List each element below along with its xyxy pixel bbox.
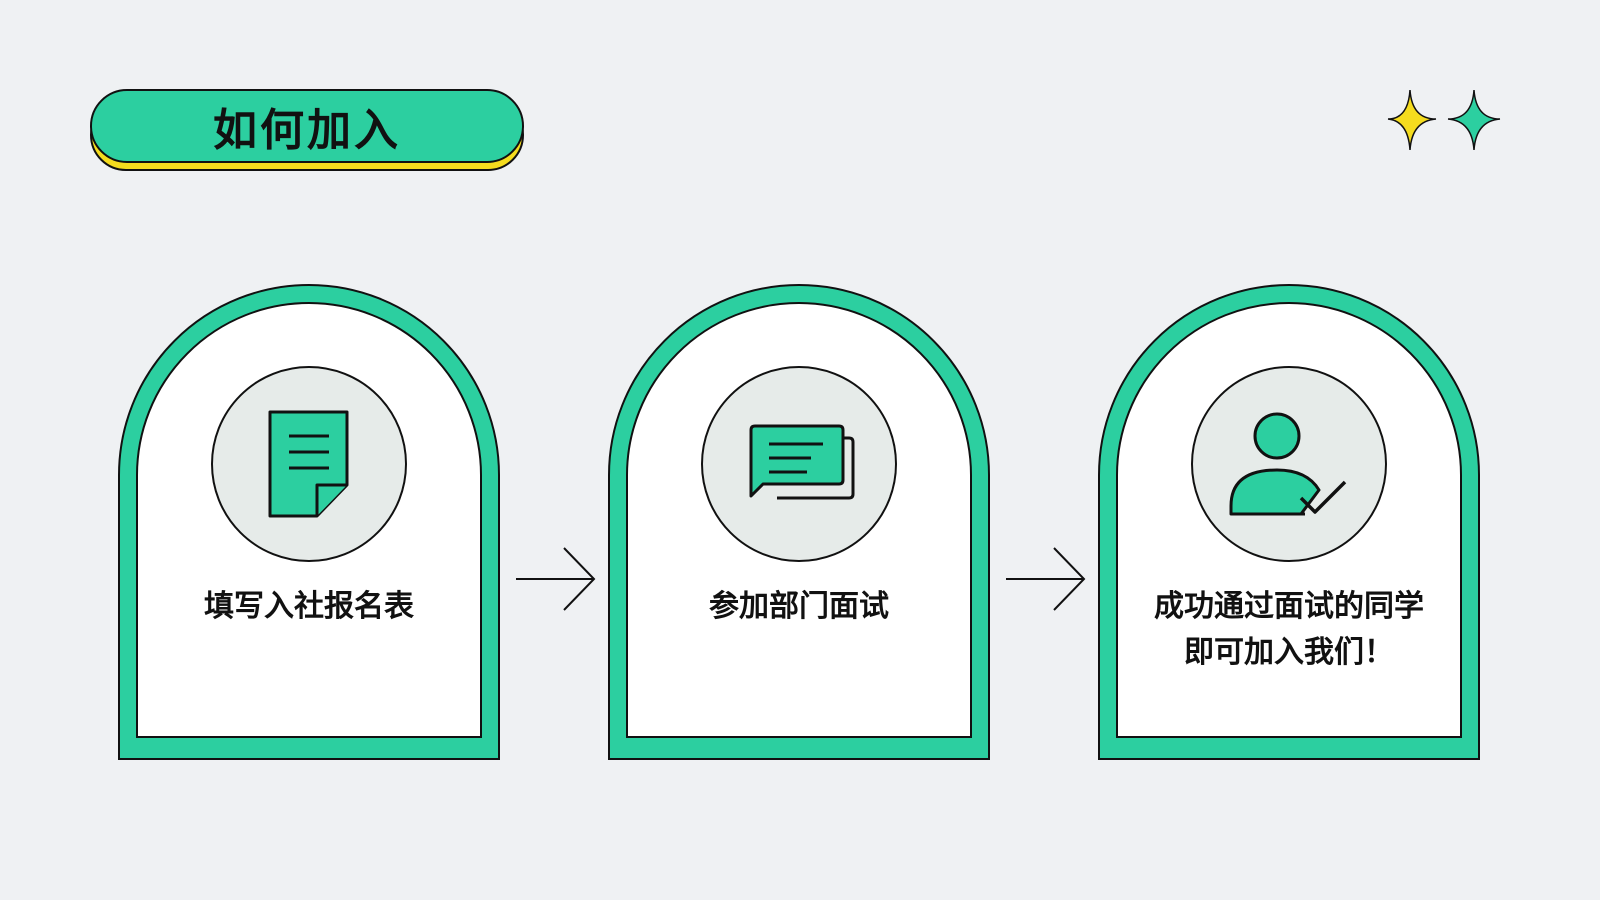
chat-bubble-icon [749, 424, 855, 500]
user-check-icon [1229, 412, 1347, 516]
step-text-line-2: 即可加入我们！ [1184, 635, 1394, 670]
title-banner-pill: 如何加入 [90, 89, 524, 163]
step-text: 参加部门面试 [628, 584, 970, 630]
step-text: 填写入社报名表 [138, 584, 480, 630]
arrow-right-icon [516, 547, 596, 611]
step-text-line-1: 成功通过面试的同学 [1154, 589, 1424, 624]
step-text: 成功通过面试的同学 即可加入我们！ [1118, 584, 1460, 676]
step-text-line: 参加部门面试 [709, 589, 889, 624]
sparkles-icon [1387, 89, 1501, 151]
step-card-3: 成功通过面试的同学 即可加入我们！ [1098, 284, 1480, 760]
step-icon-circle [211, 366, 407, 562]
step-card-1: 填写入社报名表 [118, 284, 500, 760]
step-text-line: 填写入社报名表 [204, 589, 414, 624]
step-card-2: 参加部门面试 [608, 284, 990, 760]
page-title: 如何加入 [213, 105, 401, 156]
document-icon [268, 410, 349, 518]
step-icon-circle [1191, 366, 1387, 562]
yellow-sparkle-icon [1387, 89, 1437, 151]
title-banner: 如何加入 [90, 89, 530, 177]
green-sparkle-icon [1447, 89, 1501, 151]
arrow-right-icon [1006, 547, 1086, 611]
step-icon-circle [701, 366, 897, 562]
